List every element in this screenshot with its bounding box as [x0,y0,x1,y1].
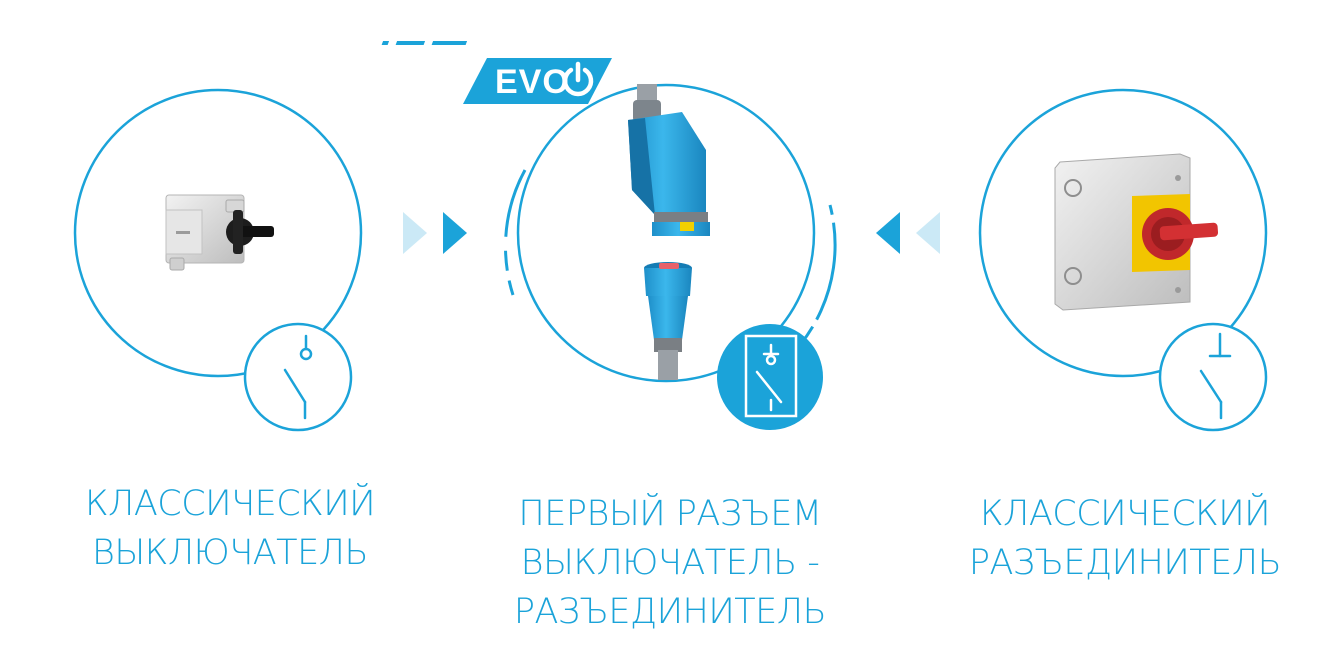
switch-disconnector-symbol-icon [744,334,798,418]
caption-evo-switch-disconnector: ПЕРВЫЙ РАЗЪЕМ ВЫКЛЮЧАТЕЛЬ - РАЗЪЕДИНИТЕЛ… [470,490,870,637]
evo-badge: EVO [381,41,612,104]
disconnector-box-image [1054,153,1219,311]
caption-line: ВЫКЛЮЧАТЕЛЬ - [520,543,820,583]
connector-image [628,84,710,380]
caption-line: РАЗЪЕДИНИТЕЛЬ [513,592,827,632]
caption-line: РАЗЪЕДИНИТЕЛЬ [968,543,1282,583]
middle-group: EVO [381,41,837,430]
right-circle [978,88,1268,378]
arrows-left [876,212,940,254]
left-symbol-circle [243,322,353,432]
power-icon [562,61,594,97]
caption-line: ПЕРВЫЙ РАЗЪЕМ [518,494,822,534]
middle-outer-arc-left [503,169,527,296]
caption-line: КЛАССИЧЕСКИЙ [84,484,376,524]
caption-classic-disconnector: КЛАССИЧЕСКИЙ РАЗЪЕДИНИТЕЛЬ [930,490,1320,588]
caption-line: КЛАССИЧЕСКИЙ [979,494,1271,534]
switch-symbol-icon [283,334,313,420]
evo-badge-text: EVO [495,63,570,101]
middle-outer-arc-right [798,204,837,346]
left-group [73,88,363,432]
right-group [978,88,1268,432]
left-circle [73,88,363,378]
caption-classic-switch: КЛАССИЧЕСКИЙ ВЫКЛЮЧАТЕЛЬ [40,480,420,578]
right-symbol-circle [1158,322,1268,432]
middle-symbol-circle [717,324,823,430]
caption-line: ВЫКЛЮЧАТЕЛЬ [91,533,369,573]
rotary-switch-image [165,194,274,271]
arrows-right [403,212,467,254]
disconnector-symbol-icon [1199,332,1232,420]
